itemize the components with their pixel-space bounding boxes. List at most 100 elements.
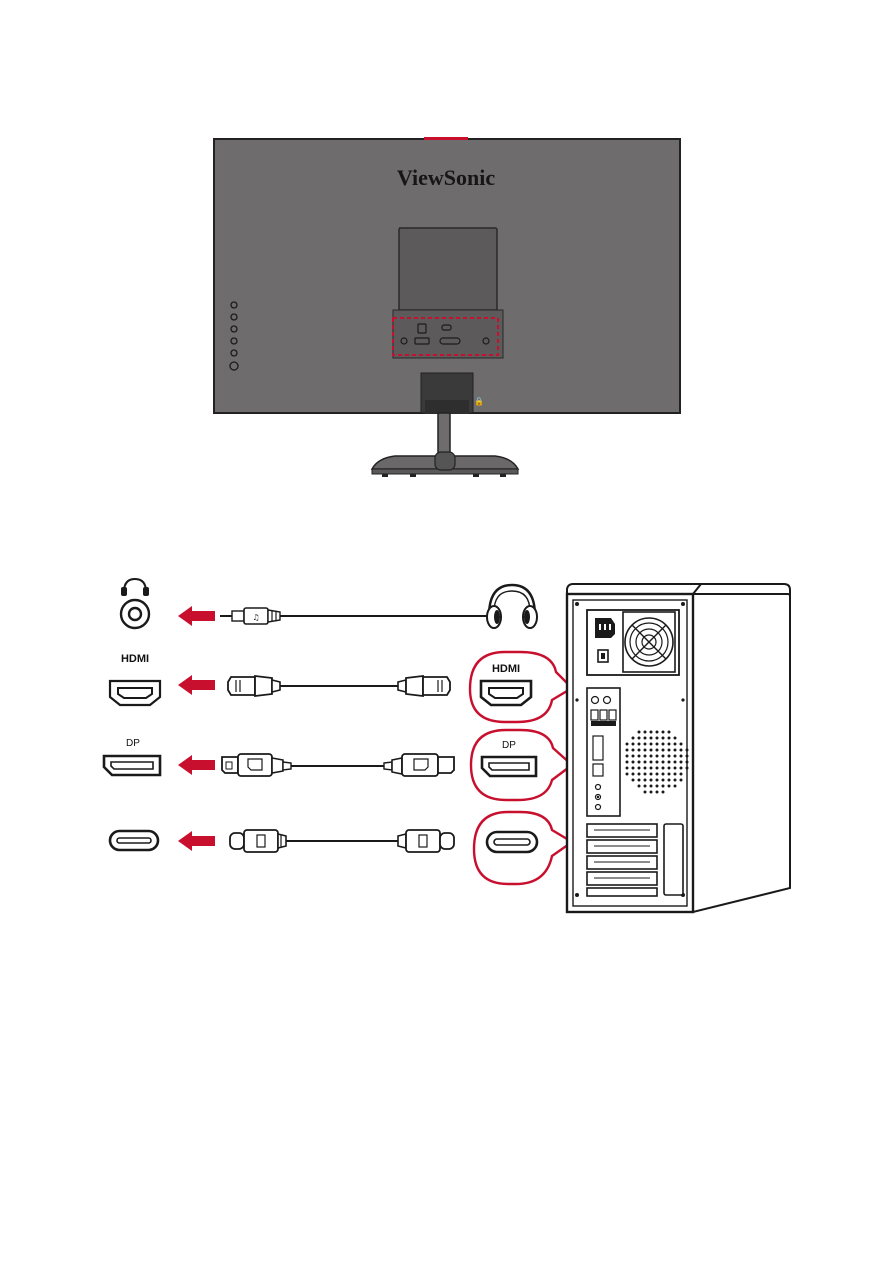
vent-hole [674, 761, 677, 764]
vent-hole [644, 737, 647, 740]
vent-hole [632, 743, 635, 746]
vent-hole [656, 779, 659, 782]
vent-hole [644, 731, 647, 734]
vent-hole [686, 755, 689, 758]
vent-hole [656, 749, 659, 752]
vent-hole [650, 755, 653, 758]
vent-hole [674, 785, 677, 788]
vent-hole [644, 743, 647, 746]
vent-hole [656, 743, 659, 746]
vent-hole [656, 737, 659, 740]
vent-hole [644, 791, 647, 794]
vent-hole [662, 755, 665, 758]
vent-hole [674, 737, 677, 740]
vent-hole [650, 791, 653, 794]
vent-hole [680, 761, 683, 764]
displayport-cable [222, 754, 454, 776]
vent-hole [668, 761, 671, 764]
arrows [178, 606, 215, 851]
vent-hole [638, 761, 641, 764]
vent-hole [644, 779, 647, 782]
hdmi-label-right: HDMI [492, 663, 520, 675]
vent-hole [626, 761, 629, 764]
vent-hole [668, 779, 671, 782]
vent-hole [668, 743, 671, 746]
vent-hole [680, 767, 683, 770]
vent-hole [662, 767, 665, 770]
psu-fan [623, 612, 675, 672]
vent-hole [674, 743, 677, 746]
vent-hole [638, 737, 641, 740]
vent-hole [632, 779, 635, 782]
vent-hole [668, 755, 671, 758]
vent-hole [650, 731, 653, 734]
arrow-usbc [178, 831, 215, 851]
audio-jack-port-icon [121, 600, 149, 628]
vent-hole [632, 755, 635, 758]
hdmi-cable [228, 676, 450, 696]
vent-hole [662, 785, 665, 788]
vent-hole [674, 773, 677, 776]
vent-hole [650, 773, 653, 776]
hdmi-port-icon [110, 681, 160, 705]
callout-hdmi: HDMI [470, 652, 572, 722]
displayport-icon [104, 756, 160, 775]
vent-hole [668, 731, 671, 734]
vent-hole [662, 761, 665, 764]
vent-hole [656, 767, 659, 770]
callout-usbc [474, 812, 572, 884]
vent-hole [650, 767, 653, 770]
vent-hole [626, 755, 629, 758]
arrow-audio [178, 606, 215, 626]
dp-label-left: DP [126, 738, 140, 749]
io-housing [399, 228, 497, 310]
vent-hole [650, 761, 653, 764]
pc-tower [567, 584, 790, 912]
vent-hole [638, 785, 641, 788]
vent-hole [680, 749, 683, 752]
vent-hole [686, 749, 689, 752]
vent-hole [662, 731, 665, 734]
expansion-slots [587, 824, 683, 896]
vent-hole [644, 785, 647, 788]
pc-side-panel [693, 594, 790, 912]
vent-hole [656, 791, 659, 794]
vent-hole [680, 779, 683, 782]
svg-text:♫: ♫ [252, 613, 259, 622]
vent-hole [674, 749, 677, 752]
callout-dp: DP [471, 730, 572, 800]
vent-hole [668, 767, 671, 770]
vent-hole [638, 767, 641, 770]
vent-hole [644, 755, 647, 758]
vent-hole [650, 749, 653, 752]
vent-hole [632, 737, 635, 740]
vent-hole [632, 767, 635, 770]
vent-hole [680, 755, 683, 758]
vent-hole [632, 749, 635, 752]
vent-hole [650, 737, 653, 740]
vent-hole [650, 785, 653, 788]
vent-hole [662, 737, 665, 740]
vent-hole [626, 743, 629, 746]
vent-hole [680, 773, 683, 776]
vent-hole [686, 761, 689, 764]
vent-hole [638, 749, 641, 752]
vent-hole [656, 731, 659, 734]
vent-hole [656, 785, 659, 788]
monitor-rear-view: ViewSonic [214, 137, 680, 477]
vent-hole [674, 767, 677, 770]
vent-hole [662, 743, 665, 746]
vent-hole [626, 749, 629, 752]
vent-hole [638, 779, 641, 782]
vent-hole [662, 779, 665, 782]
usb-c-cable [230, 830, 454, 852]
hdmi-label-left: HDMI [121, 653, 149, 665]
vent-hole [632, 761, 635, 764]
vent-hole [638, 731, 641, 734]
vent-hole [680, 743, 683, 746]
vent-hole [668, 749, 671, 752]
vent-hole [626, 773, 629, 776]
vent-hole [638, 773, 641, 776]
vent-hole [656, 773, 659, 776]
vent-hole [662, 791, 665, 794]
